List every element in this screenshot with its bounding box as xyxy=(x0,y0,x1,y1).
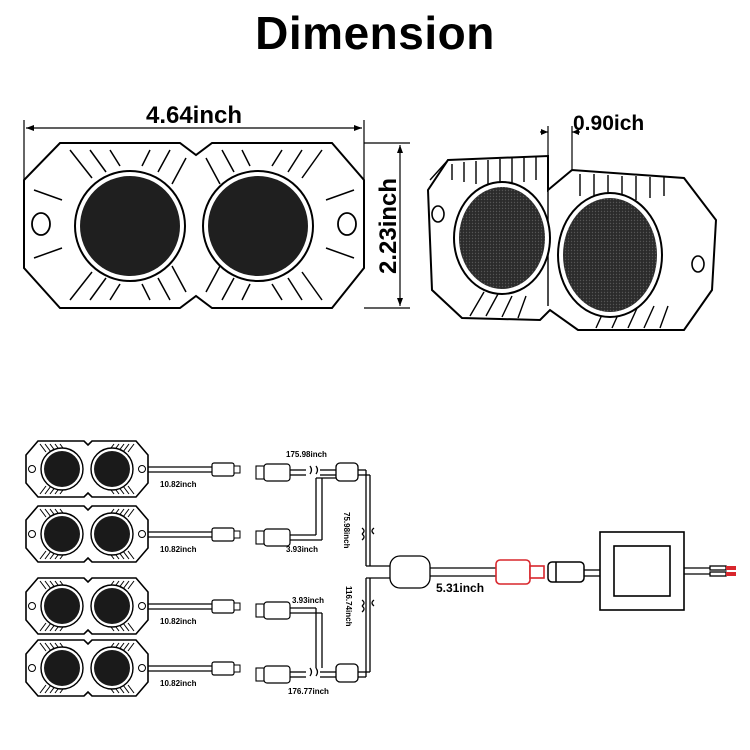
pod-lead-wire xyxy=(148,661,241,676)
pod-lead-label: 10.82inch xyxy=(160,679,197,688)
red-wire-tips xyxy=(726,566,736,576)
depth-label: 0.90ich xyxy=(573,112,644,135)
top-branch-label: 175.98inch xyxy=(286,450,327,459)
height-label: 2.23inch xyxy=(375,178,402,274)
pod-lead-label: 10.82inch xyxy=(160,617,197,626)
light-pod xyxy=(25,505,149,563)
harness-plug xyxy=(255,665,291,684)
pod-lead-wire xyxy=(148,599,241,614)
main-connector-red xyxy=(495,559,545,585)
harness-plug xyxy=(255,528,291,547)
light-pod xyxy=(25,440,149,498)
lower-short-label: 3.93inch xyxy=(292,596,324,605)
pod-lead-wire xyxy=(148,527,241,542)
bottom-branch-label: 176.77inch xyxy=(288,687,329,696)
depth-dimension xyxy=(540,126,580,170)
page-title: Dimension xyxy=(255,7,495,59)
front-view-light xyxy=(23,142,365,309)
mating-plug xyxy=(547,561,585,583)
harness-plug xyxy=(255,601,291,620)
light-pod xyxy=(25,639,149,697)
height-dimension xyxy=(364,142,410,309)
width-dimension xyxy=(23,120,365,186)
width-label: 4.64inch xyxy=(146,102,242,129)
lower-vertical-label: 116.74inch xyxy=(344,586,353,627)
upper-vertical-label: 75.98inch xyxy=(342,512,351,549)
pod-lead-wire xyxy=(148,462,241,477)
harness-plug xyxy=(255,463,291,482)
main-lead-label: 5.31inch xyxy=(436,581,484,595)
pod-lead-label: 10.82inch xyxy=(160,480,197,489)
perspective-view-light xyxy=(426,154,718,331)
light-pod xyxy=(25,577,149,635)
upper-short-label: 3.93inch xyxy=(286,545,318,554)
pod-group: 10.82inch 10.82inch 10.82inch 10.82inch xyxy=(25,440,291,697)
pod-lead-label: 10.82inch xyxy=(160,545,197,554)
